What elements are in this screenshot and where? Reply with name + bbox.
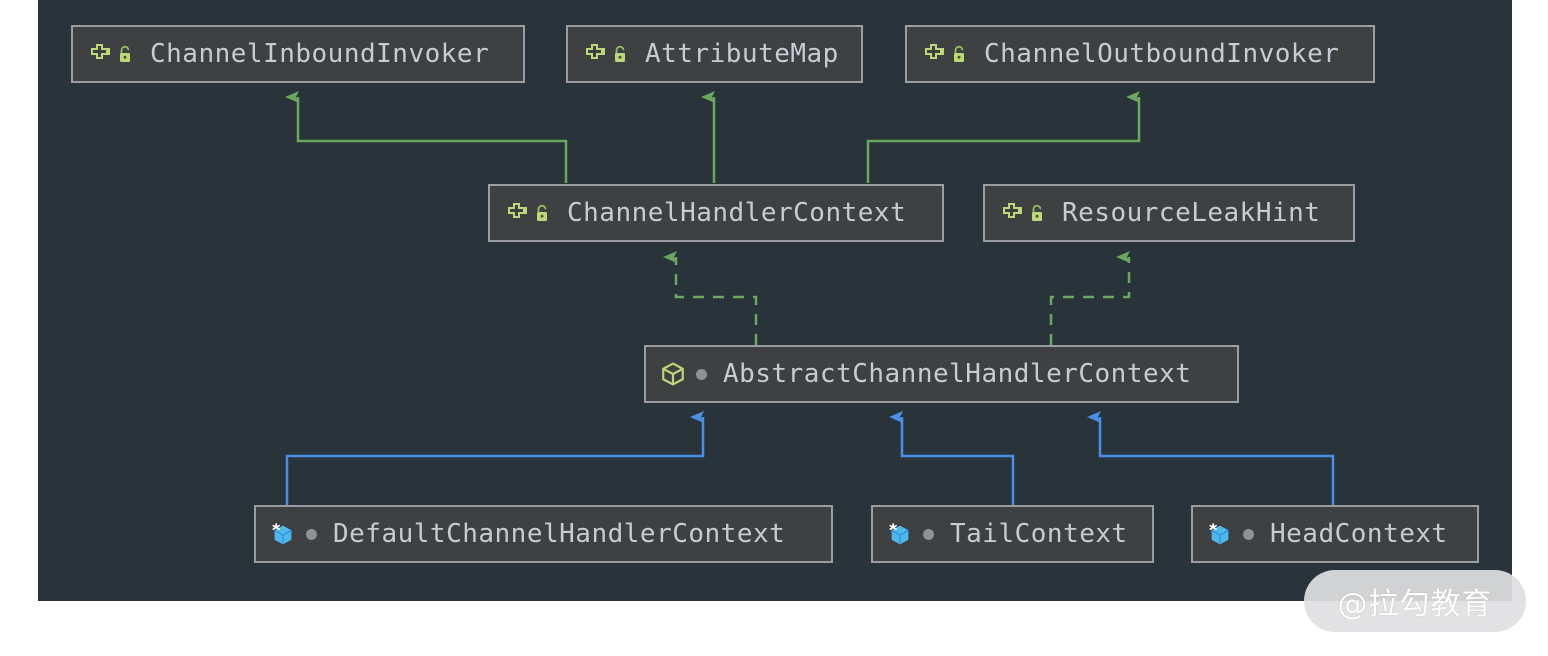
dot-icon <box>696 368 707 380</box>
node-label: AttributeMap <box>645 39 839 69</box>
dot-icon <box>923 528 934 540</box>
interface-icon <box>582 41 608 67</box>
node-channel-handler-context[interactable]: ChannelHandlerContext <box>488 184 944 242</box>
node-tail-context[interactable]: TailContext <box>871 505 1154 563</box>
final-class-icon <box>1207 521 1233 547</box>
node-channel-outbound-invoker[interactable]: ChannelOutboundInvoker <box>905 25 1375 83</box>
node-label: ChannelInboundInvoker <box>150 39 490 69</box>
node-label: AbstractChannelHandlerContext <box>723 359 1192 389</box>
watermark: @拉勾教育 <box>1304 570 1526 632</box>
dot-icon <box>1243 528 1254 540</box>
edge-head-to-abstract <box>1087 411 1335 505</box>
final-class-icon <box>887 521 913 547</box>
edge-abstract-to-chc <box>663 251 758 345</box>
node-default-channel-handler-context[interactable]: DefaultChannelHandlerContext <box>254 505 833 563</box>
edge-default-to-abstract <box>285 411 705 505</box>
lock-icon <box>950 43 968 65</box>
node-label: ChannelOutboundInvoker <box>984 39 1340 69</box>
node-label: HeadContext <box>1270 519 1448 549</box>
node-attribute-map[interactable]: AttributeMap <box>566 25 863 83</box>
dot-icon <box>306 528 317 540</box>
node-label: ChannelHandlerContext <box>567 198 907 228</box>
edge-chc-to-inbound <box>285 91 568 183</box>
node-label: ResourceLeakHint <box>1062 198 1321 228</box>
lock-icon <box>116 43 134 65</box>
interface-icon <box>999 200 1025 226</box>
abstract-class-icon <box>660 361 686 387</box>
interface-icon <box>504 200 530 226</box>
edge-abstract-to-leakhint <box>1049 251 1131 345</box>
lock-icon <box>533 202 551 224</box>
node-channel-inbound-invoker[interactable]: ChannelInboundInvoker <box>71 25 525 83</box>
node-label: DefaultChannelHandlerContext <box>333 519 786 549</box>
interface-icon <box>87 41 113 67</box>
diagram-canvas[interactable]: ChannelInboundInvoker AttributeMap <box>38 0 1512 601</box>
lock-icon <box>1028 202 1046 224</box>
node-label: TailContext <box>950 519 1128 549</box>
final-class-icon <box>270 521 296 547</box>
node-resource-leak-hint[interactable]: ResourceLeakHint <box>983 184 1355 242</box>
lock-icon <box>611 43 629 65</box>
edge-tail-to-abstract <box>889 411 1015 505</box>
node-abstract-channel-handler-context[interactable]: AbstractChannelHandlerContext <box>644 345 1239 403</box>
edge-leakhint-to-outbound <box>866 91 1141 183</box>
node-head-context[interactable]: HeadContext <box>1191 505 1479 563</box>
interface-icon <box>921 41 947 67</box>
